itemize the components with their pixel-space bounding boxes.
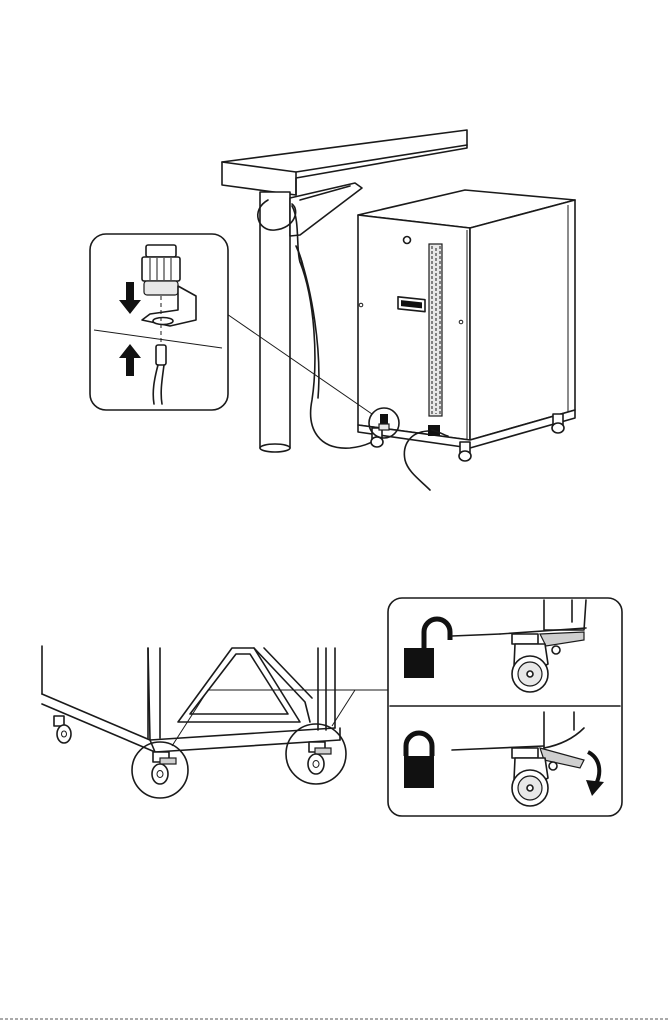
charging-cabinet (358, 190, 575, 461)
vent-grid (429, 244, 442, 416)
callout-cable-lock (90, 234, 228, 410)
front-left-caster (132, 742, 188, 798)
callout-leaders-2 (172, 690, 388, 746)
figure-cable-lock-installation (90, 130, 575, 490)
front-right-caster (286, 724, 346, 784)
cabinet-base (42, 646, 340, 752)
callout-leader-1 (224, 312, 372, 414)
figure-caster-brakes (42, 598, 622, 816)
callout-caster-brake (388, 598, 622, 816)
